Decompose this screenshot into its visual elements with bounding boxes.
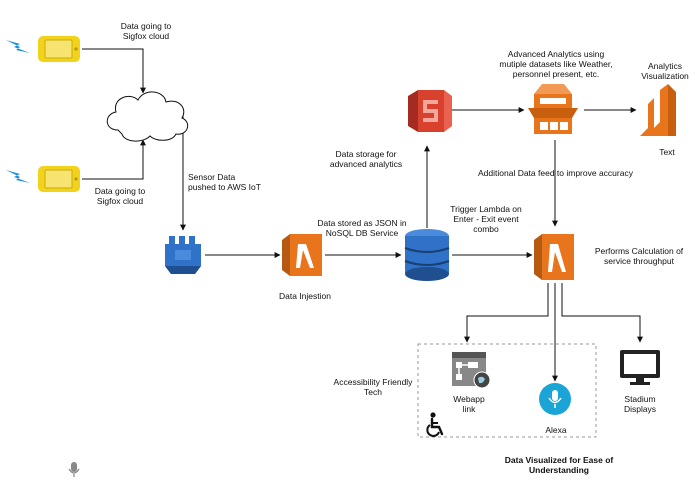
dynamodb-icon [404, 229, 450, 281]
arrow-lambda2-to-webapp [464, 283, 549, 343]
phone-icon [38, 166, 80, 192]
sigfox-cloud-icon [106, 91, 189, 142]
label-additional-data: Additional Data feed to improve accuracy [478, 168, 633, 178]
arrow-lambda2-to-stadium [561, 283, 643, 343]
arrow-phone-top-to-cloud [82, 48, 146, 94]
label-alexa: Alexa [545, 425, 567, 435]
wheelchair-icon [426, 412, 444, 437]
aws-quicksight-icon [640, 84, 676, 136]
visualization-group-box [417, 343, 597, 438]
microphone-icon [68, 462, 80, 477]
aws-iot-icon [165, 236, 201, 274]
label-data-injestion: Data Injestion [279, 291, 331, 301]
lightning-icon [6, 170, 30, 183]
arrow-phone-bottom-to-cloud [82, 139, 146, 180]
display-monitor-icon [620, 350, 660, 385]
aws-emr-icon [528, 84, 578, 134]
phone-icon [38, 36, 80, 62]
lightning-icon [6, 40, 30, 53]
label-text: Text [659, 147, 675, 157]
aws-lambda-icon [534, 234, 574, 280]
alexa-icon [539, 383, 571, 415]
connectors [82, 48, 643, 382]
webapp-icon [452, 352, 491, 389]
aws-s3-icon [408, 90, 452, 132]
aws-lambda-icon [282, 234, 322, 276]
